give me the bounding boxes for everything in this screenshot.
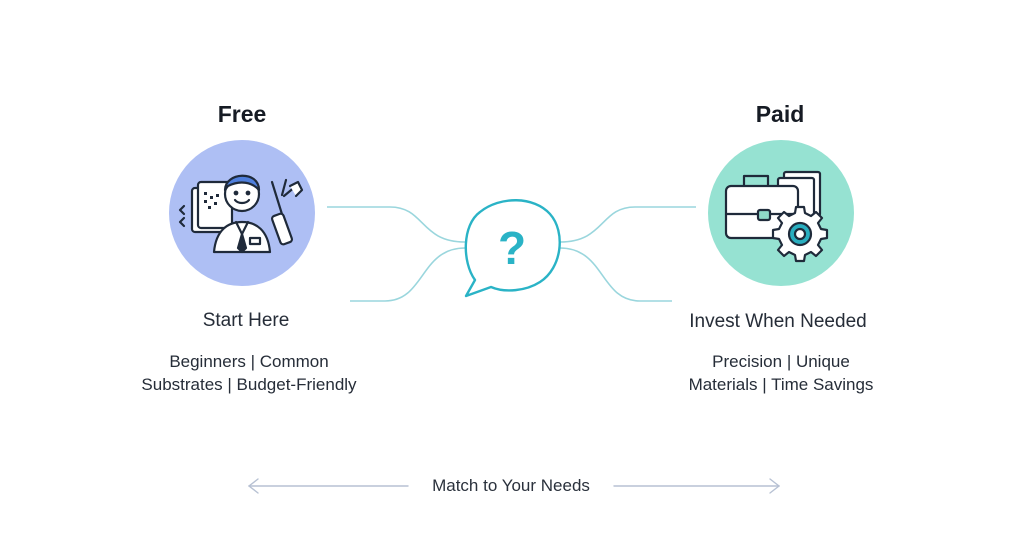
paid-description-line-1: Precision | Unique	[712, 352, 850, 371]
free-description-line-1: Beginners | Common	[169, 352, 329, 371]
free-description-line-2: Substrates | Budget-Friendly	[141, 375, 357, 394]
free-title: Free	[217, 101, 267, 127]
left-connector-top	[327, 206, 466, 243]
footer-arrow-left	[247, 478, 409, 494]
paid-description-line-2: Materials | Time Savings	[688, 375, 874, 394]
footer-label: Match to Your Needs	[432, 476, 590, 495]
free-subtitle: Start Here	[202, 310, 290, 331]
right-connector-top	[559, 206, 696, 243]
paid-description: Precision | Unique Materials | Time Savi…	[621, 350, 941, 396]
question-bubble-icon: ?	[464, 199, 561, 298]
right-connector-bottom	[559, 247, 672, 302]
paid-subtitle: Invest When Needed	[689, 311, 867, 332]
person-with-tools-icon	[178, 174, 304, 254]
free-circle	[169, 140, 315, 286]
left-connectors	[327, 206, 466, 302]
question-mark: ?	[498, 222, 526, 274]
footer-arrow-right	[613, 478, 781, 494]
paid-title: Paid	[755, 101, 805, 127]
free-description: Beginners | Common Substrates | Budget-F…	[89, 350, 409, 396]
briefcase-gear-icon	[724, 170, 829, 263]
left-connector-bottom	[350, 247, 466, 302]
right-connectors	[559, 206, 696, 302]
paid-circle	[708, 140, 854, 286]
